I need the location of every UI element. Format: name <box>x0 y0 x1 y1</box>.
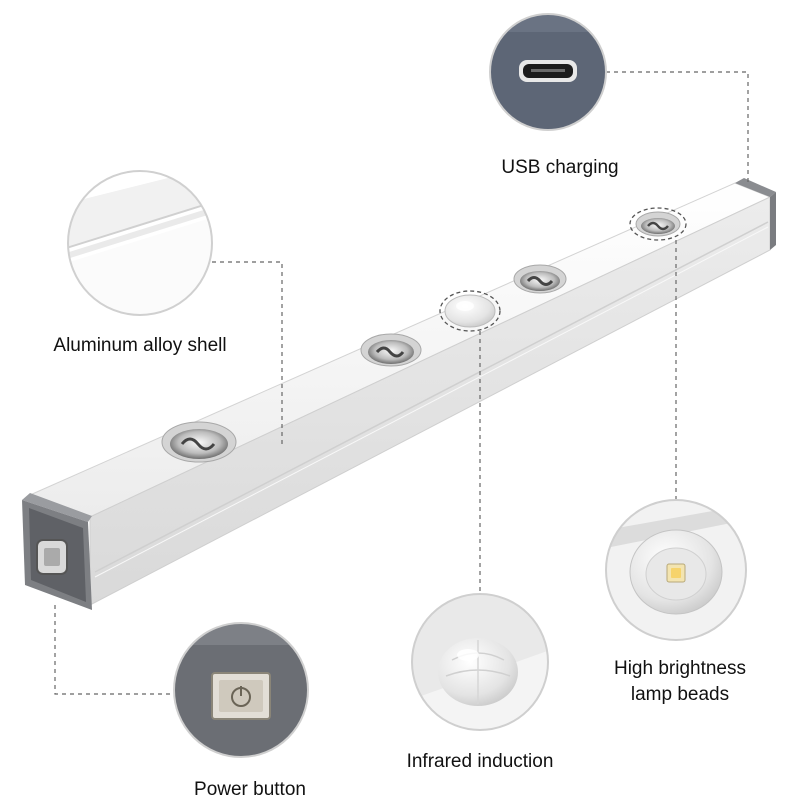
left-end-cap <box>22 493 92 522</box>
callout-usb-charging <box>489 13 607 131</box>
callout-aluminum-shell <box>67 170 213 316</box>
label-infrared-induction: Infrared induction <box>406 751 554 772</box>
label-lamp-beads: High brightness lamp beads <box>590 656 770 708</box>
label-lamp-beads-line2: lamp beads <box>630 684 730 705</box>
aluminum-shell-detail-icon <box>67 170 213 316</box>
callout-power-button <box>173 622 309 758</box>
pir-sensor-dome-icon <box>438 638 518 706</box>
label-aluminum-shell: Aluminum alloy shell <box>53 335 227 356</box>
leader-usb <box>606 71 749 186</box>
bar-led-2 <box>360 333 422 367</box>
bar-led-1 <box>161 421 237 463</box>
micro-usb-port-icon <box>519 60 577 82</box>
light-bar <box>22 178 776 610</box>
label-lamp-beads-line1: High brightness <box>613 658 747 679</box>
leader-power <box>54 605 174 695</box>
right-end-cap <box>735 178 776 197</box>
callout-infrared-induction <box>411 593 549 731</box>
label-usb-charging: USB charging <box>501 157 619 178</box>
label-power-button: Power button <box>194 779 306 800</box>
bar-led-3 <box>513 264 567 294</box>
leader-lines <box>54 71 749 695</box>
power-button-icon <box>211 672 271 720</box>
callout-lamp-beads <box>605 499 747 641</box>
led-chip-icon <box>629 529 723 615</box>
bar-led-4 <box>635 211 681 237</box>
bar-pir-sensor <box>444 294 496 328</box>
leader-shell <box>212 261 283 448</box>
